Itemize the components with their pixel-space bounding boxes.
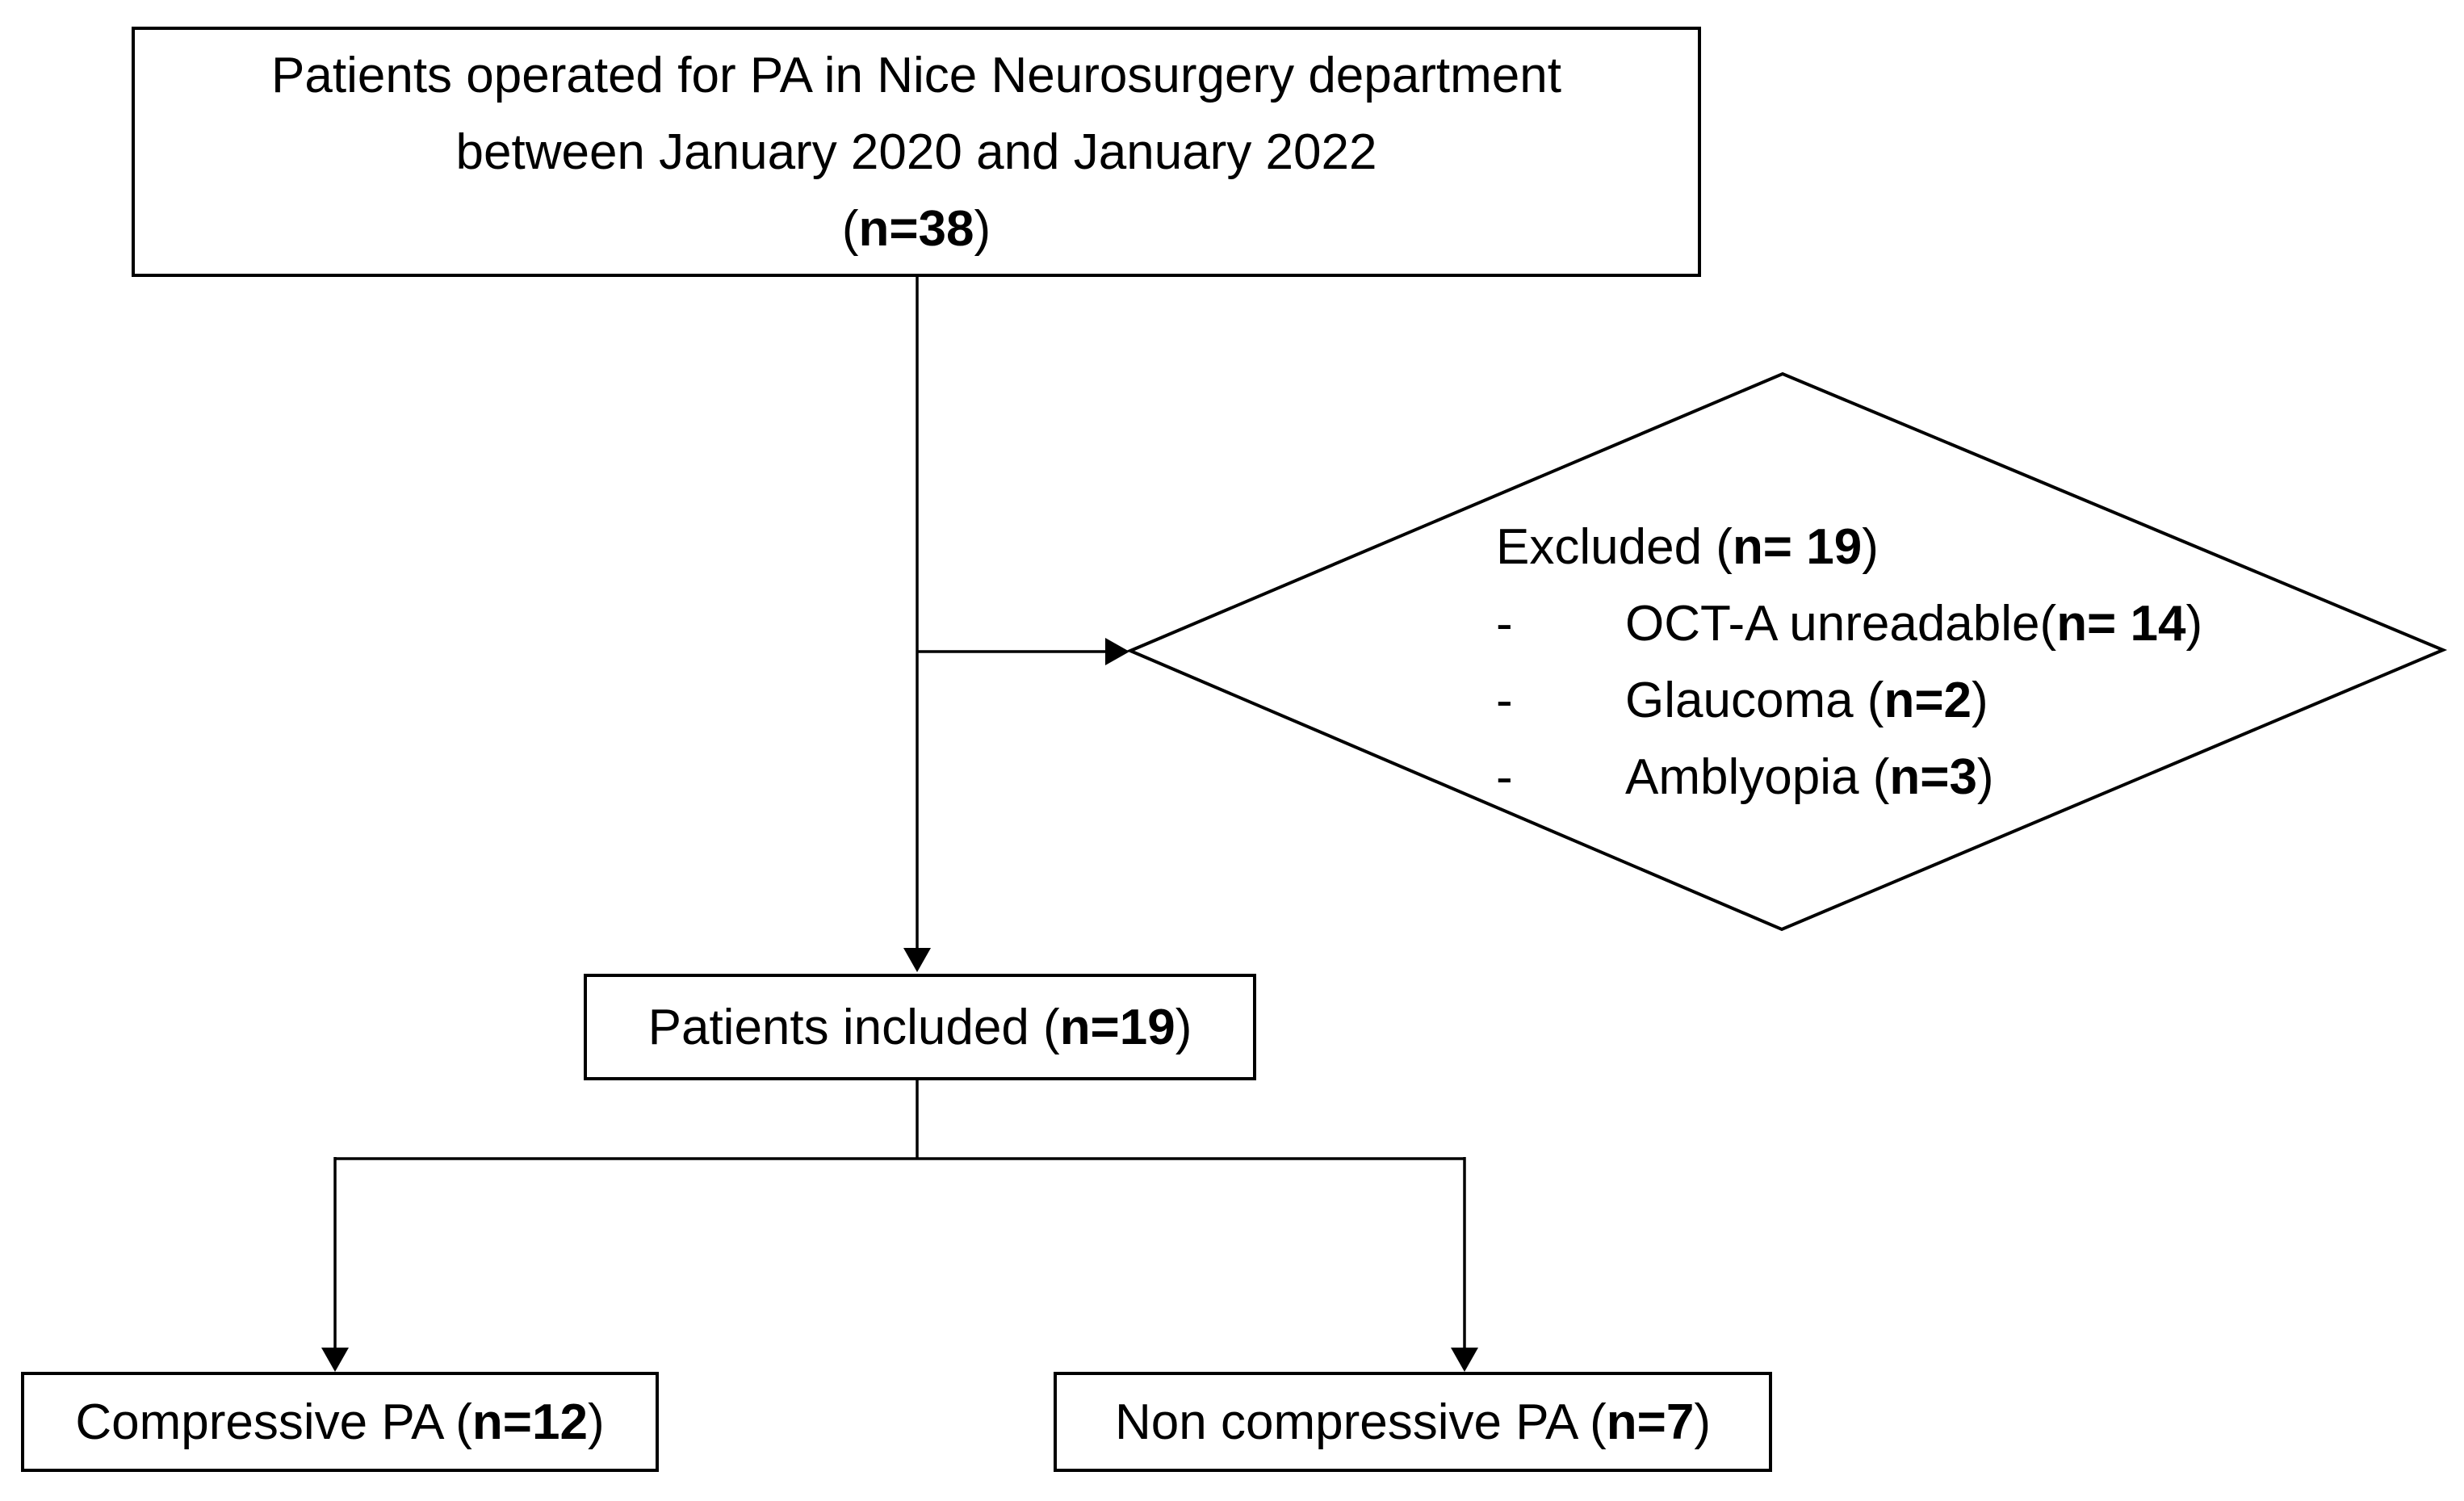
patients-included-label: Patients included (n=19)	[648, 989, 1192, 1066]
arrowhead-down-included	[903, 948, 931, 972]
excluded-item-paren: )	[2185, 596, 2203, 652]
included-text: Patients included (	[647, 999, 1060, 1055]
excluded-title-text: Excluded (	[1496, 519, 1733, 575]
count-paren-close: )	[974, 200, 991, 257]
excluded-item-amblyopia: - Amblyopia (n=3)	[1496, 739, 2202, 815]
excluded-diamond-shape	[1125, 371, 2448, 932]
arrowhead-right-excluded	[1105, 638, 1129, 665]
excluded-item-count: n=3	[1889, 749, 1977, 805]
patients-operated-line1: Patients operated for PA in Nice Neurosu…	[271, 47, 1561, 103]
bullet-dash: -	[1496, 673, 1513, 728]
excluded-item-paren: )	[1976, 749, 1994, 805]
excluded-item-paren: )	[1972, 673, 1988, 728]
excluded-title: Excluded (n= 19)	[1496, 509, 2202, 585]
non-compressive-text: Non compressive PA (	[1115, 1394, 1607, 1450]
non-compressive-paren-close: )	[1694, 1394, 1711, 1450]
included-paren-close: )	[1175, 999, 1192, 1055]
excluded-item-octa: - OCT-A unreadable(n= 14)	[1496, 585, 2202, 662]
count-value: n=38	[858, 200, 974, 257]
arrowhead-down-compressive	[321, 1348, 349, 1372]
excluded-item-text: OCT-A unreadable(	[1625, 596, 2057, 652]
bullet-dash: -	[1496, 596, 1513, 652]
box-patients-operated: Patients operated for PA in Nice Neurosu…	[132, 27, 1701, 277]
box-non-compressive-pa: Non compressive PA (n=7)	[1054, 1372, 1772, 1472]
included-count: n=19	[1059, 999, 1175, 1055]
arrowhead-down-noncompressive	[1451, 1348, 1478, 1372]
box-patients-included: Patients included (n=19)	[584, 974, 1256, 1080]
excluded-item-count: n= 14	[2056, 596, 2186, 652]
excluded-item-glaucoma: - Glaucoma (n=2)	[1496, 662, 2202, 739]
excluded-diamond-label: Excluded (n= 19) - OCT-A unreadable(n= 14…	[1496, 509, 2202, 815]
excluded-count: n= 19	[1732, 519, 1863, 575]
box-compressive-pa: Compressive PA (n=12)	[21, 1372, 659, 1472]
excluded-item-text: Amblyopia (	[1625, 749, 1890, 805]
excluded-item-count: n=2	[1884, 673, 1972, 728]
patients-operated-line2: between January 2020 and January 2022	[455, 124, 1377, 180]
non-compressive-count: n=7	[1606, 1394, 1695, 1450]
compressive-count: n=12	[471, 1394, 588, 1450]
patients-operated-count: (n=38)	[842, 191, 991, 267]
non-compressive-pa-label: Non compressive PA (n=7)	[1115, 1384, 1711, 1461]
bullet-dash: -	[1496, 749, 1513, 805]
count-paren-open: (	[841, 200, 859, 257]
excluded-paren-close: )	[1862, 519, 1879, 575]
compressive-paren-close: )	[587, 1394, 605, 1450]
excluded-item-text: Glaucoma (	[1625, 673, 1884, 728]
compressive-pa-label: Compressive PA (n=12)	[75, 1384, 604, 1461]
compressive-text: Compressive PA (	[75, 1394, 472, 1450]
